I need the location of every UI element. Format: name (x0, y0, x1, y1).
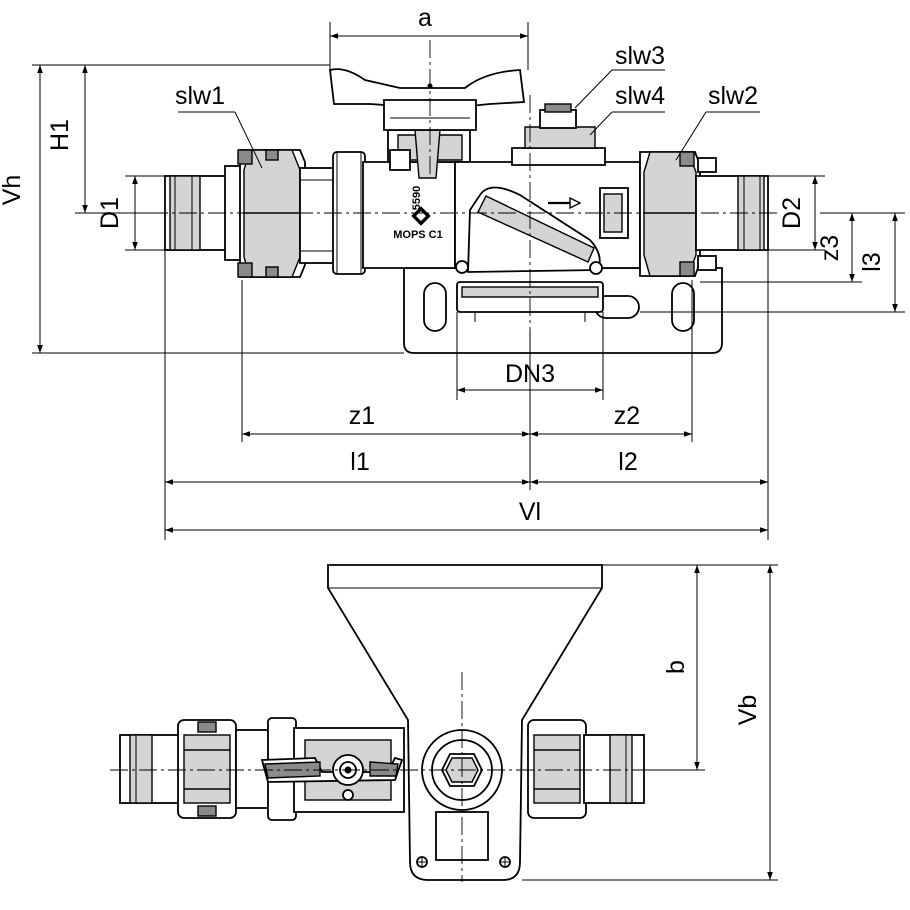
dim-l2-label: l2 (618, 448, 637, 476)
union-nut-slw1 (237, 149, 306, 278)
dim-d2-label: D2 (778, 197, 806, 229)
marking-text: MOPS C1 (393, 229, 443, 241)
marking-code: 5590 (411, 186, 423, 210)
dim-d1-label: D1 (96, 197, 124, 229)
slw1-label: slw1 (175, 82, 225, 110)
dim-h1-label: H1 (46, 119, 74, 151)
front-view-dimensions: a slw1 slw2 slw3 slw4 Vh H1 D1 (0, 4, 905, 540)
top-union-nut-right (527, 719, 587, 819)
top-press-fitting-right (583, 734, 645, 804)
dim-a-label: a (418, 4, 432, 32)
body-marking: 5590 MOPS C1 (393, 186, 443, 241)
union-nut-slw2 (639, 151, 717, 277)
dim-l3-label: l3 (858, 252, 886, 271)
slw4-label: slw4 (615, 82, 665, 110)
press-fitting-left (164, 165, 248, 261)
top-bracket (327, 564, 603, 881)
dim-vh-label: Vh (0, 175, 26, 206)
top-press-fitting-left (119, 734, 183, 804)
t-handle[interactable] (329, 68, 526, 131)
front-view: 5590 MOPS C1 (150, 40, 780, 354)
top-view-dimensions: b Vb (522, 564, 778, 881)
dim-z1-label: z1 (349, 402, 375, 430)
ball-valve-body (362, 129, 471, 269)
slw2-label: slw2 (708, 82, 758, 110)
dim-z3-label: z3 (816, 235, 844, 261)
slw3-label: slw3 (615, 42, 665, 70)
dim-z2-label: z2 (614, 402, 640, 430)
dim-vb-label: Vb (734, 695, 762, 726)
dim-vl-label: Vl (519, 498, 541, 526)
top-view (110, 564, 690, 882)
dim-b-label: b (662, 660, 690, 674)
top-union-nut-left (177, 719, 237, 819)
dim-l1-label: l1 (350, 448, 369, 476)
